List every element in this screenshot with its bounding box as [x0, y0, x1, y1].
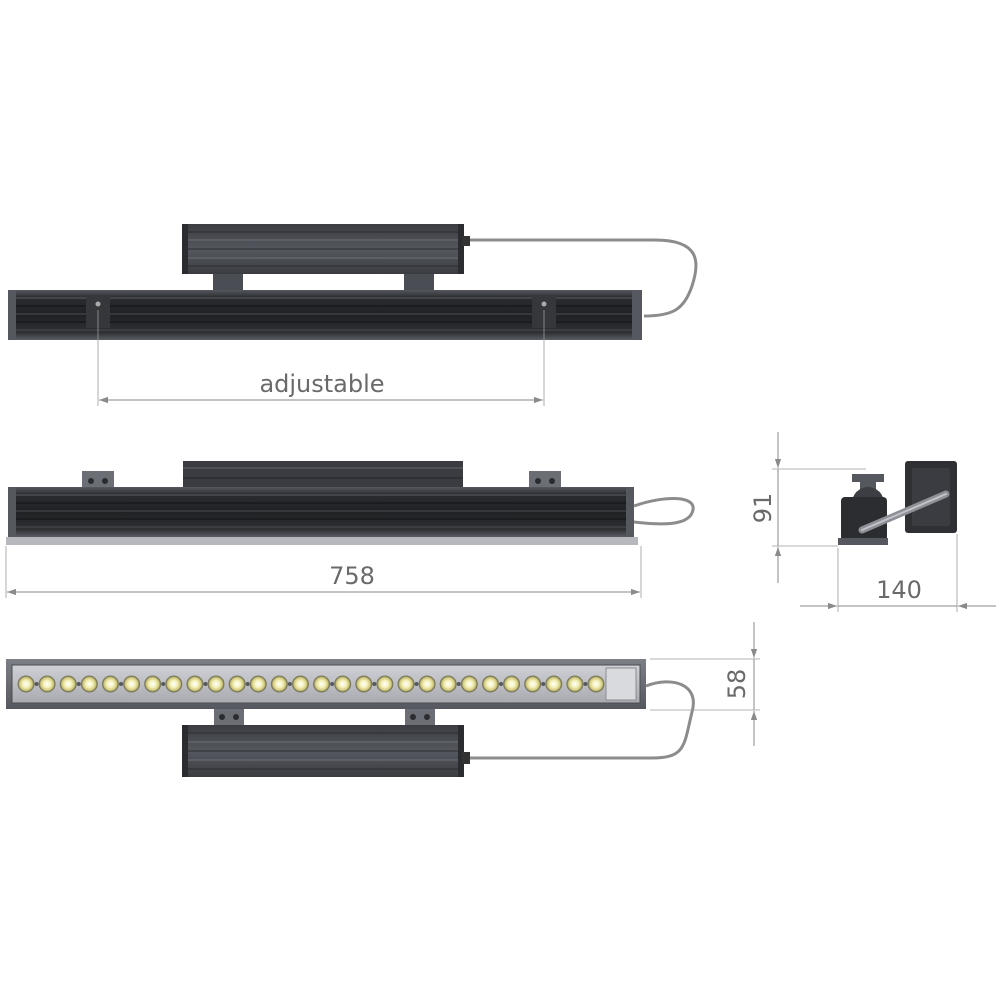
front-view: 58 [6, 622, 760, 777]
screw-dot [34, 682, 39, 686]
bracket-right-front [405, 709, 435, 725]
led-emitter [376, 675, 394, 693]
led-emitter [481, 675, 499, 693]
led-emitter [503, 675, 521, 693]
screw-dot [456, 682, 461, 686]
end-view: 91 140 [749, 432, 996, 612]
top-view: adjustable [8, 224, 698, 406]
cable-front [470, 680, 695, 760]
adjustable-dimension: adjustable [97, 310, 545, 406]
bracket-right-top [404, 274, 434, 292]
screw-dot [245, 682, 250, 686]
led-emitter [566, 675, 584, 693]
led-emitter [270, 675, 288, 693]
led-emitter [291, 675, 309, 693]
led-row [17, 675, 605, 693]
led-emitter [545, 675, 563, 693]
led-emitter [186, 675, 204, 693]
led-emitter [101, 675, 119, 693]
screw-dot [372, 682, 377, 686]
led-emitter [17, 675, 35, 693]
screw-dot [287, 682, 292, 686]
bracket-left-side [82, 471, 114, 489]
height-dimension: 91 [749, 432, 866, 583]
depth-dimension: 140 [800, 534, 996, 612]
screw-dot [414, 682, 419, 686]
cable-side [633, 497, 695, 526]
screw-dot [583, 682, 588, 686]
cable-top [470, 238, 698, 318]
length-label: 758 [329, 562, 375, 590]
led-emitter [334, 675, 352, 693]
screw-dot [203, 682, 208, 686]
led-emitter [355, 675, 373, 693]
led-emitter [397, 675, 415, 693]
led-emitter [144, 675, 162, 693]
bracket-right-side [529, 471, 561, 489]
led-emitter [439, 675, 457, 693]
screw-dot [76, 682, 81, 686]
led-emitter [59, 675, 77, 693]
driver-box-front [182, 725, 470, 777]
led-emitter [460, 675, 478, 693]
led-emitter [38, 675, 56, 693]
bracket-left-front [214, 709, 244, 725]
length-dimension: 758 [5, 546, 642, 598]
led-emitter [418, 675, 436, 693]
width-label: 58 [723, 669, 751, 700]
profile-body [841, 497, 887, 541]
screw-dot [499, 682, 503, 686]
led-emitter [587, 675, 605, 693]
led-emitter [207, 675, 225, 693]
main-bar-top [8, 290, 642, 340]
led-emitter [313, 675, 331, 693]
led-emitter [80, 675, 98, 693]
driver-box-top [182, 224, 470, 274]
led-emitter [249, 675, 267, 693]
led-emitter [165, 675, 183, 693]
screw-dot [119, 682, 123, 686]
depth-label: 140 [876, 576, 922, 604]
side-view: 758 [5, 461, 695, 598]
driver-box-side [183, 461, 463, 487]
led-emitter [123, 675, 141, 693]
height-label: 91 [749, 493, 777, 524]
adjustable-label: adjustable [259, 370, 384, 398]
led-emitter [228, 675, 246, 693]
bracket-left-top [213, 274, 243, 292]
led-emitter [524, 675, 542, 693]
screw-dot [541, 682, 546, 686]
main-bar-side [6, 487, 638, 545]
screw-dot [330, 682, 335, 686]
screw-dot [161, 682, 166, 686]
width-dimension: 58 [650, 622, 760, 746]
